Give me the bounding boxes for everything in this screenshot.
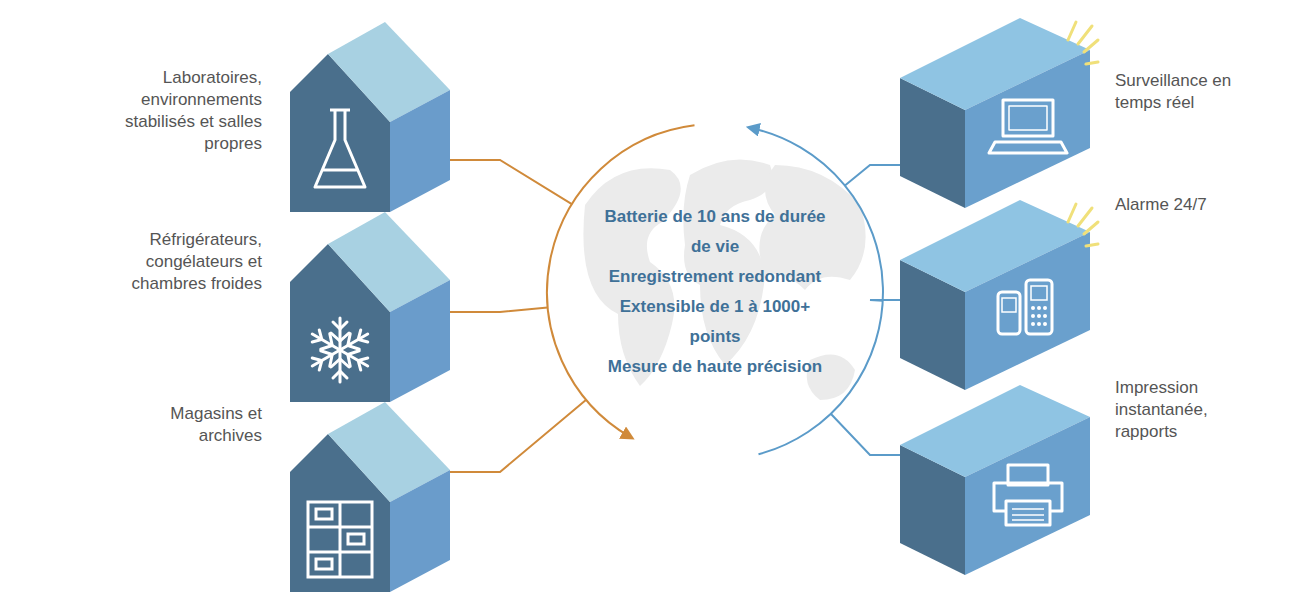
- illustration-part: [1012, 514, 1044, 516]
- illustration-part: [1037, 306, 1041, 310]
- block-label-text: Alarme 24/7: [1115, 194, 1265, 216]
- illustration-part: [1068, 204, 1098, 246]
- illustration-part: [1043, 306, 1047, 310]
- feature-text: Batterie de 10 ans de durée de vie: [595, 202, 835, 262]
- feature-text: Mesure de haute précision: [595, 352, 835, 382]
- illustration-part: [1031, 306, 1035, 310]
- illustration-part: [900, 385, 1090, 575]
- illustration-part: [1002, 298, 1016, 312]
- illustration-part: [308, 326, 372, 374]
- illustration-part: [1012, 519, 1044, 521]
- globe: [549, 126, 881, 458]
- illustration-part: [1084, 40, 1098, 52]
- illustration-part: [308, 502, 372, 577]
- illustration-part: [1037, 314, 1041, 318]
- feature-block: Magasins et archives: [290, 402, 450, 592]
- illustration-part: [1037, 322, 1041, 326]
- illustration-part: [1012, 508, 1044, 510]
- connector-line: [845, 165, 900, 186]
- feature-block: Laboratoires, environnements stabilisés …: [290, 22, 450, 212]
- illustration-part: [900, 200, 1090, 390]
- feature-block: Alarme 24/7: [900, 200, 1090, 390]
- illustration-part: [1068, 22, 1076, 40]
- archive-block: [290, 402, 450, 592]
- illustration-part: [1031, 314, 1035, 318]
- block-label: Impression instantanée, rapports: [1115, 377, 1235, 443]
- illustration-part: [315, 110, 365, 187]
- block-label-text: Surveillance en temps réel: [1115, 70, 1245, 114]
- illustration-part: [1031, 306, 1047, 326]
- feature-block: Réfrigérateurs, congélateurs et chambres…: [290, 212, 450, 402]
- cycle-arc: [750, 128, 883, 455]
- feature-block: Impression instantanée, rapports: [900, 385, 1090, 575]
- connector-line: [870, 299, 900, 302]
- block-label-text: Laboratoires, environnements stabilisés …: [92, 67, 262, 155]
- illustration-part: [316, 509, 332, 519]
- block-label-text: Réfrigérateurs, congélateurs et chambres…: [92, 229, 262, 295]
- illustration-part: [998, 280, 1052, 334]
- illustration-part: [1031, 322, 1035, 326]
- illustration-part: [1068, 22, 1098, 64]
- connector-line: [450, 400, 586, 472]
- illustration-part: [1084, 222, 1098, 234]
- block-label: Laboratoires, environnements stabilisés …: [92, 67, 262, 155]
- illustration-part: [989, 142, 1067, 153]
- illustration-part: [1026, 280, 1052, 334]
- block-label-text: Magasins et archives: [162, 403, 262, 447]
- illustration-part: [549, 126, 881, 458]
- block-label-text: Impression instantanée, rapports: [1115, 377, 1235, 443]
- illustration-part: [308, 526, 372, 529]
- illustration-part: [1078, 208, 1092, 226]
- block-label: Réfrigérateurs, congélateurs et chambres…: [92, 229, 262, 295]
- illustration-part: [1043, 314, 1047, 318]
- connector-line: [450, 160, 572, 204]
- illustration-part: [1078, 26, 1092, 44]
- illustration-part: [308, 551, 372, 554]
- illustration-part: [1006, 501, 1050, 525]
- monitor-block: [900, 18, 1098, 208]
- alarm-block: [900, 200, 1098, 390]
- illustration-part: [994, 465, 1062, 525]
- illustration-part: [1003, 100, 1053, 136]
- illustration-part: [290, 22, 450, 212]
- feature-text: Extensible de 1 à 1000+ points: [595, 292, 835, 352]
- feature-circle: Batterie de 10 ans de durée de vieEnregi…: [547, 124, 883, 460]
- block-label: Magasins et archives: [162, 403, 262, 447]
- illustration-part: [290, 212, 450, 402]
- connector-line: [450, 308, 548, 312]
- lab-block: [290, 22, 450, 212]
- block-label: Alarme 24/7: [1115, 194, 1265, 216]
- illustration-part: [339, 502, 342, 577]
- feature-block: Surveillance en temps réel: [900, 18, 1090, 208]
- illustration-part: [1086, 244, 1098, 246]
- illustration-part: [900, 18, 1090, 208]
- illustration-part: [998, 292, 1020, 334]
- illustration-part: [1043, 322, 1047, 326]
- illustration-part: [348, 534, 364, 544]
- illustration-part: [316, 559, 332, 569]
- fridge-block: [290, 212, 450, 402]
- illustration-part: [308, 318, 372, 382]
- block-label: Surveillance en temps réel: [1115, 70, 1245, 114]
- illustration-part: [1068, 204, 1076, 222]
- illustration-part: [1086, 62, 1098, 64]
- printer-block: [900, 385, 1090, 575]
- illustration-part: [1009, 106, 1047, 130]
- illustration-part: [308, 326, 372, 374]
- illustration-part: [1031, 286, 1047, 300]
- connector-line: [831, 414, 900, 455]
- illustration-part: [290, 402, 450, 592]
- feature-text: Enregistrement redondant: [595, 262, 835, 292]
- illustration-part: [989, 100, 1067, 153]
- illustration-part: [308, 502, 372, 577]
